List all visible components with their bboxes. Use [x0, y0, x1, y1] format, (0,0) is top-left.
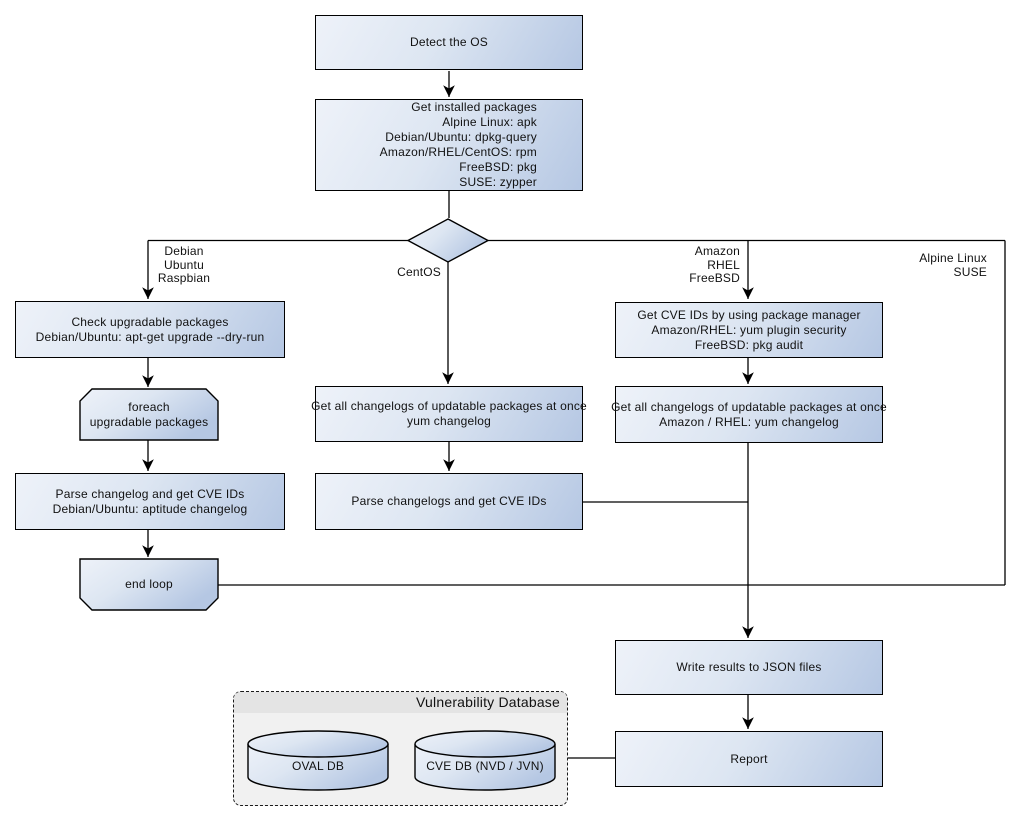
node-label: Detect the OS: [410, 35, 488, 49]
node-foreach-loop-label: foreach upgradable packages: [80, 390, 218, 440]
branch-label-line: Debian: [164, 244, 204, 258]
node-get-installed-packages: Get installed packages Alpine Linux: apk…: [315, 99, 583, 191]
node-label: Debian/Ubuntu: dpkg-query: [385, 130, 537, 144]
node-label: Get all changelogs of updatable packages…: [611, 399, 887, 414]
node-label: Parse changelog and get CVE IDs: [55, 486, 245, 501]
node-label: end loop: [125, 577, 173, 591]
node-label: foreach: [128, 400, 170, 414]
branch-label-line: Raspbian: [157, 271, 211, 285]
node-get-cve-ids-package-manager: Get CVE IDs by using package manager Ama…: [615, 302, 883, 358]
branch-label-line: FreeBSD: [689, 271, 740, 285]
node-label: Get installed packages: [411, 100, 537, 114]
vulnerability-database-container: Vulnerability Database: [233, 691, 568, 806]
branch-label-amazon: Amazon RHEL FreeBSD: [660, 244, 740, 286]
node-get-changelogs-amazon: Get all changelogs of updatable packages…: [611, 386, 887, 443]
branch-label-line: SUSE: [953, 264, 987, 279]
node-detect-os: Detect the OS: [315, 15, 583, 70]
node-label: FreeBSD: pkg: [459, 160, 537, 174]
node-label: Report: [730, 751, 768, 766]
node-label: Amazon / RHEL: yum changelog: [659, 414, 839, 429]
branch-label-line: Ubuntu: [164, 257, 204, 272]
decision-diamond: [406, 218, 490, 263]
end-loop-shape: [79, 558, 219, 611]
node-end-loop-label: end loop: [80, 559, 218, 610]
branch-label-centos: CentOS: [381, 265, 441, 280]
node-label: Get all changelogs of updatable packages…: [311, 399, 587, 413]
node-label: Alpine Linux: apk: [442, 115, 537, 129]
node-label: Check upgradable packages: [71, 314, 229, 329]
node-check-upgradable-packages: Check upgradable packages Debian/Ubuntu:…: [15, 301, 285, 358]
node-label: Debian/Ubuntu: apt-get upgrade --dry-run: [35, 329, 265, 344]
node-write-results-json: Write results to JSON files: [615, 640, 883, 695]
node-parse-changelog-debian: Parse changelog and get CVE IDs Debian/U…: [15, 473, 285, 530]
branch-label-line: CentOS: [397, 265, 441, 279]
foreach-loop-shape: [79, 388, 219, 441]
node-label: Debian/Ubuntu: aptitude changelog: [52, 501, 248, 516]
vulnerability-database-title: Vulnerability Database: [234, 692, 567, 713]
node-parse-changelogs-centos: Parse changelogs and get CVE IDs: [315, 473, 583, 530]
branch-label-debian: Debian Ubuntu Raspbian: [148, 244, 220, 286]
node-label: Amazon/RHEL/CentOS: rpm: [379, 145, 537, 159]
branch-label-alpine: Alpine Linux SUSE: [887, 251, 987, 279]
node-label: Get CVE IDs by using package manager: [637, 307, 861, 322]
node-label: Write results to JSON files: [676, 660, 822, 674]
node-label: Parse changelogs and get CVE IDs: [351, 494, 547, 508]
node-label: SUSE: zypper: [459, 175, 537, 189]
node-get-changelogs-centos: Get all changelogs of updatable packages…: [311, 386, 587, 442]
branch-label-line: Alpine Linux: [919, 251, 987, 265]
node-report: Report: [615, 731, 883, 787]
node-label: FreeBSD: pkg audit: [694, 337, 804, 352]
node-label: yum changelog: [407, 414, 491, 428]
node-label: Amazon/RHEL: yum plugin security: [651, 322, 847, 337]
branch-label-line: RHEL: [707, 257, 740, 272]
branch-label-line: Amazon: [694, 244, 740, 258]
node-label: upgradable packages: [89, 415, 209, 429]
